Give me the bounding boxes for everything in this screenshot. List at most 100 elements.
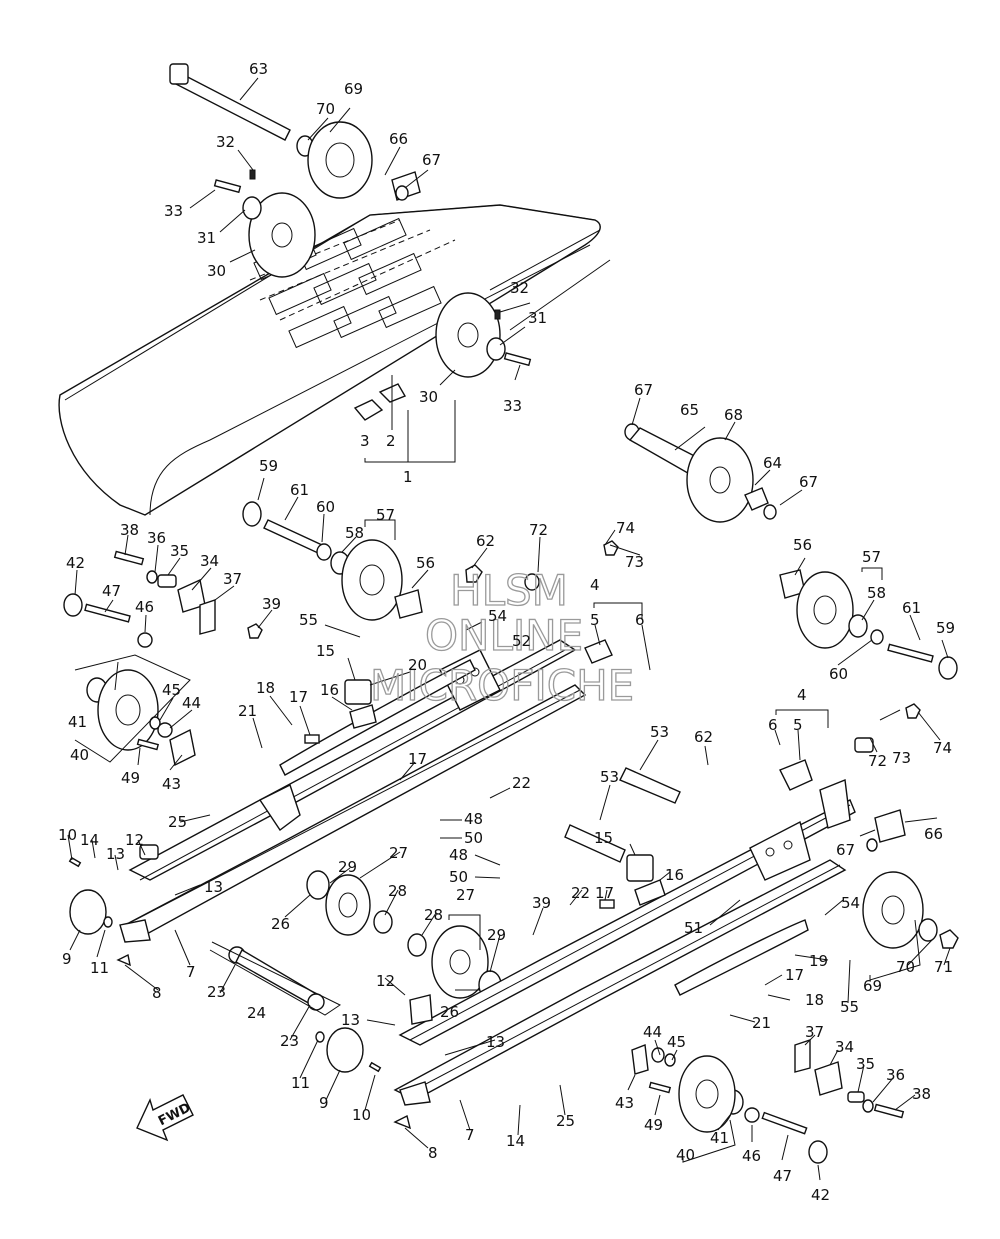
callout: 8: [428, 1144, 438, 1162]
left-lower-idler: [86, 669, 196, 767]
callout: 60: [829, 665, 848, 683]
callout: 33: [503, 397, 522, 415]
callout: 30: [207, 262, 226, 280]
callout: 58: [345, 524, 364, 542]
callout: 18: [805, 991, 824, 1009]
callout: 54: [488, 607, 507, 625]
callout: 49: [121, 769, 140, 787]
callout: 60: [316, 498, 335, 516]
fwd-arrow: FWD: [136, 1094, 194, 1142]
callout: 6: [635, 611, 645, 629]
callout: 10: [352, 1106, 371, 1124]
callout: 74: [933, 739, 952, 757]
left-front-mount: [63, 550, 263, 648]
mid-axle-assembly: [624, 423, 777, 523]
callout: 46: [135, 598, 154, 616]
callout: 52: [512, 632, 531, 650]
callout: 11: [90, 959, 109, 977]
callout: 64: [763, 454, 782, 472]
callout: 8: [152, 984, 162, 1002]
callout: 48: [449, 846, 468, 864]
callout: 41: [68, 713, 87, 731]
callout: 13: [106, 845, 125, 863]
callout: 13: [341, 1011, 360, 1029]
callout: 21: [238, 702, 257, 720]
callout: 73: [892, 749, 911, 767]
callout: 38: [120, 521, 139, 539]
callout: 55: [299, 611, 318, 629]
callout: 73: [625, 553, 644, 571]
callout: 69: [344, 80, 363, 98]
callout: 46: [742, 1147, 761, 1165]
callout: 25: [168, 813, 187, 831]
callout: 5: [590, 611, 600, 629]
callout: 33: [164, 202, 183, 220]
callout: 55: [840, 998, 859, 1016]
callout: 28: [388, 882, 407, 900]
callout: 47: [773, 1167, 792, 1185]
rear-axle-assembly: [169, 63, 532, 378]
watermark-line-3: MICROFICHE: [370, 661, 634, 710]
callout: 19: [809, 952, 828, 970]
callout: 13: [204, 878, 223, 896]
callout: 36: [147, 529, 166, 547]
callout-labels: 63 69 70 66 67 32 33 31 30 32 31 30 33 3…: [58, 60, 955, 1204]
callout: 36: [886, 1066, 905, 1084]
callout: 41: [710, 1129, 729, 1147]
bracket-assemblies: [465, 540, 921, 791]
callout: 16: [665, 866, 684, 884]
callout: 72: [868, 752, 887, 770]
callout: 50: [449, 868, 468, 886]
callout: 68: [724, 406, 743, 424]
left-bumper-parts: [68, 856, 131, 967]
right-idler-assembly: [779, 569, 958, 680]
callout: 56: [416, 554, 435, 572]
callout: 39: [262, 595, 281, 613]
callout: 50: [464, 829, 483, 847]
callout: 40: [70, 746, 89, 764]
callout: 4: [590, 576, 600, 594]
callout: 42: [66, 554, 85, 572]
callout: 3: [360, 432, 370, 450]
callout: 17: [289, 688, 308, 706]
callout: 58: [867, 584, 886, 602]
callout: 66: [389, 130, 408, 148]
callout: 57: [376, 506, 395, 524]
callout: 70: [316, 100, 335, 118]
callout: 39: [532, 894, 551, 912]
callout: 31: [528, 309, 547, 327]
callout: 70: [896, 958, 915, 976]
callout: 15: [594, 829, 613, 847]
callout: 69: [863, 977, 882, 995]
callout: 9: [62, 950, 72, 968]
callout: 5: [793, 716, 803, 734]
callout: 34: [200, 552, 219, 570]
callout: 2: [386, 432, 396, 450]
callout: 74: [616, 519, 635, 537]
callout: 67: [422, 151, 441, 169]
cross-shaft: [228, 946, 325, 1011]
callout: 4: [797, 686, 807, 704]
callout: 56: [793, 536, 812, 554]
callout: 67: [799, 473, 818, 491]
tubes: [564, 767, 681, 863]
callout: 67: [634, 381, 653, 399]
left-rail-wheels: [306, 870, 502, 1000]
callout: 62: [476, 532, 495, 550]
callout: 61: [902, 599, 921, 617]
callout: 12: [125, 831, 144, 849]
left-idler-assembly: [242, 501, 423, 621]
left-rail: [119, 639, 587, 943]
right-rail: [393, 779, 856, 1106]
callout: 42: [811, 1186, 830, 1204]
right-rear-wheel: [862, 809, 959, 949]
callout: 22: [571, 884, 590, 902]
callout: 29: [338, 858, 357, 876]
callout: 66: [924, 825, 943, 843]
right-bumper-parts: [315, 1027, 412, 1130]
callout: 16: [320, 681, 339, 699]
callout: 9: [319, 1094, 329, 1112]
callout: 43: [615, 1094, 634, 1112]
callout: 6: [768, 716, 778, 734]
